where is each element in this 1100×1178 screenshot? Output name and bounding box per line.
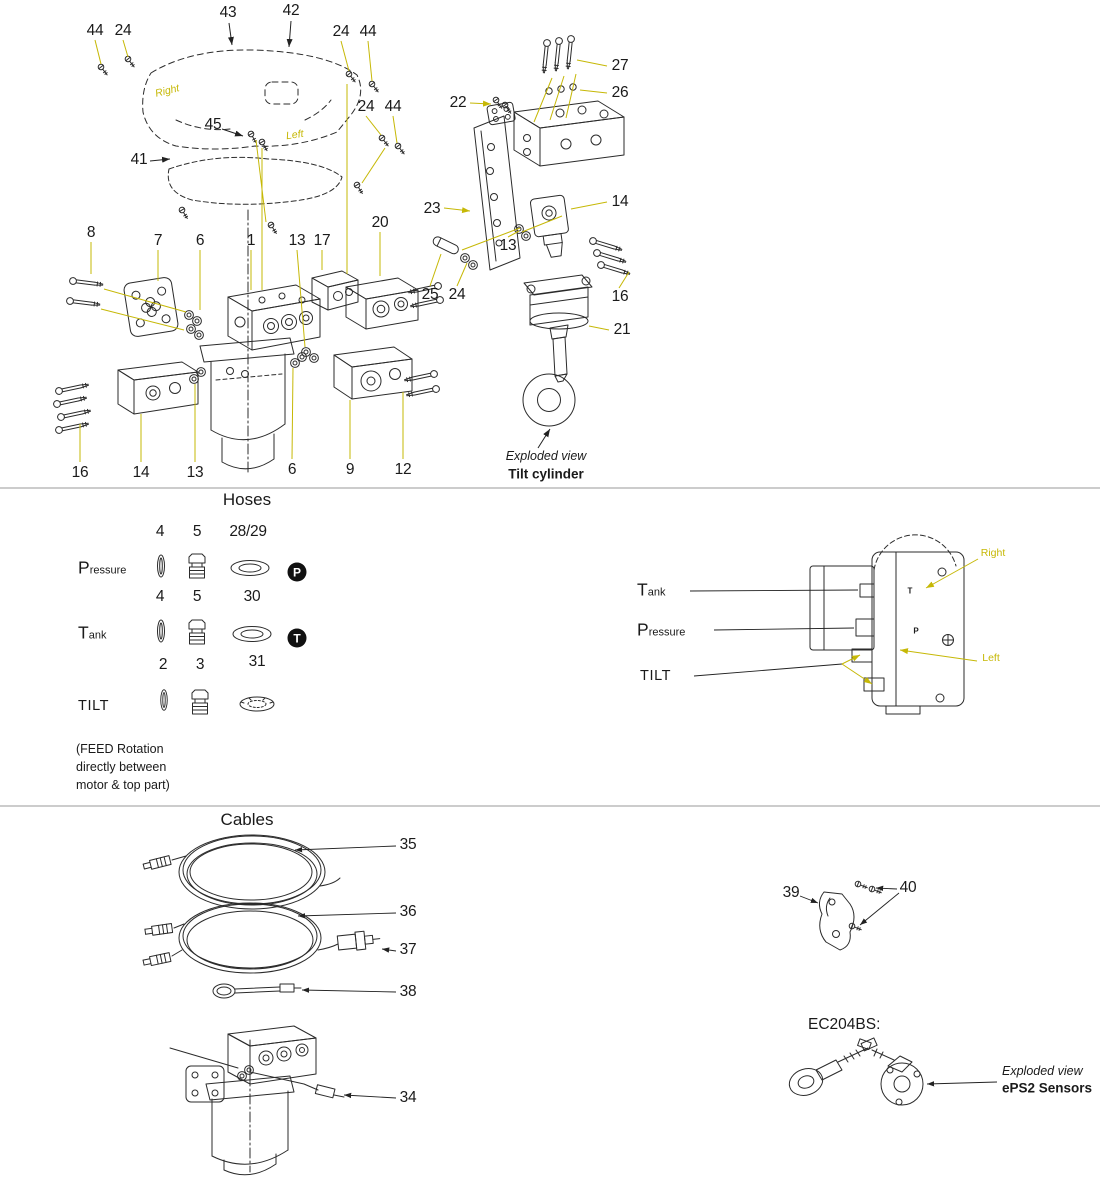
- eps2-sensors-caption: ePS2 Sensors: [1002, 1080, 1093, 1096]
- part-number-44: 44: [86, 22, 104, 39]
- connector-37-drawing: [336, 930, 381, 951]
- part-number-24: 24: [332, 23, 350, 40]
- part-number-42: 42: [282, 2, 300, 19]
- hose-port-leaders-yellow: [841, 558, 979, 685]
- part-number-25: 25: [421, 286, 439, 303]
- cables-leader-lines: [294, 845, 998, 1099]
- leader-lines-yellow-left: [79, 39, 404, 462]
- hose-row-label-tilt: TILT: [78, 698, 110, 714]
- side-view-label-pressure: Pressure: [637, 619, 686, 640]
- section-title-hoses: Hoses: [222, 490, 272, 509]
- part-number-13: 13: [186, 464, 204, 481]
- feed-note-line-1: (FEED Rotation: [76, 742, 164, 756]
- part-number-27: 27: [611, 57, 629, 74]
- leader-lines-yellow-right: [429, 59, 630, 331]
- tilt-cylinder-exploded-drawing: [432, 34, 632, 427]
- badge-p: P: [287, 562, 307, 582]
- part-number-5: 5: [192, 523, 202, 540]
- part-number-13: 13: [288, 232, 306, 249]
- part-number-43: 43: [219, 4, 237, 21]
- part-number-6: 6: [287, 461, 297, 478]
- part-number-37: 37: [399, 941, 417, 958]
- part-number-24: 24: [357, 98, 375, 115]
- part-number-44: 44: [384, 98, 402, 115]
- side-view-label-tank: Tank: [637, 579, 666, 600]
- cable-tie-38-drawing: [212, 983, 302, 999]
- part-number-4: 4: [155, 588, 165, 605]
- cable-coil-35-drawing: [142, 834, 341, 910]
- feed-note-line-2: directly between: [76, 760, 167, 774]
- part-number-24: 24: [114, 22, 132, 39]
- part-number-23: 23: [423, 200, 441, 217]
- part-number-20: 20: [371, 214, 389, 231]
- part-number-12: 12: [394, 461, 412, 478]
- part-number-3: 3: [195, 656, 205, 673]
- part-number-17: 17: [313, 232, 331, 249]
- exploded-view-caption: Exploded view: [1002, 1064, 1083, 1078]
- part-number-21: 21: [613, 321, 631, 338]
- ec204bs-label: EC204BS:: [808, 1016, 881, 1033]
- eps2-sensors-drawing: [788, 1037, 924, 1106]
- exploded-view-caption: Exploded view: [505, 449, 587, 463]
- part-number-35: 35: [399, 836, 417, 853]
- part-number-1: 1: [246, 232, 256, 249]
- hose-row-label-pressure: Pressure: [78, 557, 127, 578]
- rotator-cable-34-drawing: [169, 1025, 345, 1176]
- p-port-marker: P: [913, 626, 919, 636]
- sensor-bracket-39-drawing: [818, 879, 883, 951]
- rotator-exploded-drawing: [52, 49, 445, 474]
- part-number-16: 16: [611, 288, 629, 305]
- orientation-label-left: Left: [982, 652, 1000, 664]
- part-number-9: 9: [345, 461, 355, 478]
- part-number-44: 44: [359, 23, 377, 40]
- badge-t: T: [287, 628, 307, 648]
- part-number-34: 34: [399, 1089, 417, 1106]
- tilt-caption-arrow: [537, 428, 551, 449]
- part-number-36: 36: [399, 903, 417, 920]
- part-number-2: 2: [158, 656, 168, 673]
- feed-note-line-3: motor & top part): [76, 778, 170, 792]
- tilt-cylinder-caption: Tilt cylinder: [508, 466, 584, 482]
- leader-arrows-black: [149, 20, 293, 163]
- hose-port-leaders-black: [689, 589, 859, 677]
- section-divider: [0, 487, 1100, 807]
- part-number-14: 14: [611, 193, 629, 210]
- part-number-45: 45: [204, 116, 222, 133]
- part-number-4: 4: [155, 523, 165, 540]
- part-number-6: 6: [195, 232, 205, 249]
- orientation-label-right: Right: [980, 547, 1006, 559]
- part-number-16: 16: [71, 464, 89, 481]
- part-number-13: 13: [499, 237, 517, 254]
- part-number-28-29: 28/29: [229, 523, 267, 540]
- part-number-5: 5: [192, 588, 202, 605]
- part-number-39: 39: [782, 884, 800, 901]
- side-view-label-tilt: TILT: [640, 668, 672, 684]
- part-number-26: 26: [611, 84, 629, 101]
- hose-row-label-tank: Tank: [78, 622, 107, 643]
- part-number-8: 8: [86, 224, 96, 241]
- hose-symbols-drawing: [157, 553, 275, 715]
- rotator-side-view-drawing: [809, 534, 965, 715]
- part-number-40: 40: [899, 879, 917, 896]
- part-number-30: 30: [243, 588, 261, 605]
- part-number-31: 31: [248, 653, 266, 670]
- part-number-22: 22: [449, 94, 467, 111]
- orientation-label-left: Left: [285, 127, 305, 143]
- part-number-14: 14: [132, 464, 150, 481]
- section-title-cables: Cables: [220, 810, 274, 829]
- cable-coil-36-drawing: [142, 902, 381, 974]
- part-number-38: 38: [399, 983, 417, 1000]
- part-number-7: 7: [153, 232, 163, 249]
- t-port-marker: T: [907, 586, 913, 596]
- part-number-24: 24: [448, 286, 466, 303]
- part-number-41: 41: [130, 151, 148, 168]
